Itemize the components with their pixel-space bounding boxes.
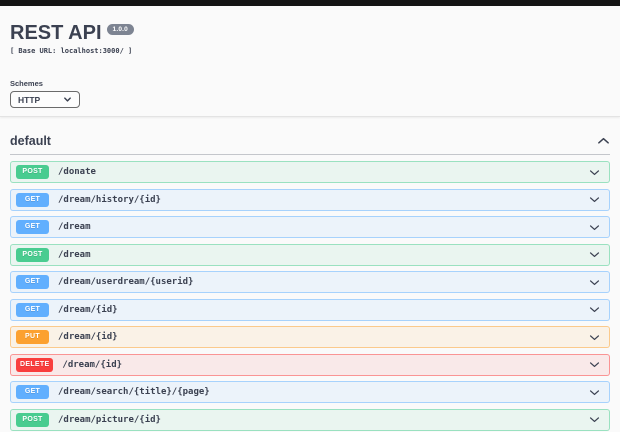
default-section: default POST /donate GET /dream/history/… bbox=[0, 127, 620, 431]
method-badge: POST bbox=[16, 412, 49, 427]
method-badge: GET bbox=[16, 275, 49, 289]
endpoint-row[interactable]: POST /donate bbox=[10, 161, 610, 183]
endpoint-path: /dream/search/{title}/{page} bbox=[58, 387, 210, 397]
endpoint-path: /dream/{id} bbox=[58, 304, 118, 315]
endpoint-row[interactable]: POST /dream bbox=[10, 243, 610, 266]
scheme-container: Schemes HTTP bbox=[0, 79, 620, 117]
chevron-down-icon[interactable] bbox=[589, 333, 600, 342]
endpoint-row[interactable]: GET /dream/userdream/{userid} bbox=[10, 271, 610, 293]
chevron-down-icon[interactable] bbox=[589, 278, 600, 287]
method-badge: POST bbox=[16, 247, 49, 262]
chevron-down-icon bbox=[63, 95, 72, 104]
method-badge: GET bbox=[16, 220, 49, 234]
chevron-down-icon[interactable] bbox=[589, 360, 600, 369]
endpoint-row[interactable]: DELETE /dream/{id} bbox=[10, 353, 610, 376]
endpoint-path: /donate bbox=[58, 167, 96, 177]
topbar bbox=[0, 0, 620, 6]
endpoint-row[interactable]: GET /dream/{id} bbox=[10, 298, 610, 321]
method-badge: GET bbox=[16, 192, 49, 207]
method-badge: DELETE bbox=[16, 357, 54, 372]
version-badge: 1.0.0 bbox=[106, 24, 134, 36]
chevron-down-icon[interactable] bbox=[589, 168, 600, 177]
endpoint-path: /dream/history/{id} bbox=[58, 194, 161, 205]
chevron-down-icon[interactable] bbox=[589, 223, 600, 232]
endpoint-path: /dream bbox=[58, 222, 91, 232]
chevron-up-icon[interactable] bbox=[597, 136, 610, 146]
endpoint-row[interactable]: PUT /dream/{id} bbox=[10, 326, 610, 348]
endpoint-row[interactable]: POST /dream/picture/{id} bbox=[10, 408, 610, 431]
scheme-selected-value: HTTP bbox=[18, 94, 41, 105]
method-badge: POST bbox=[16, 165, 49, 179]
schemes-label: Schemes bbox=[10, 79, 43, 88]
endpoint-list: POST /donate GET /dream/history/{id} GET… bbox=[10, 161, 610, 431]
chevron-down-icon[interactable] bbox=[589, 415, 600, 424]
method-badge: GET bbox=[16, 302, 49, 317]
endpoint-row[interactable]: GET /dream/history/{id} bbox=[10, 188, 610, 211]
endpoint-path: /dream/userdream/{userid} bbox=[58, 277, 194, 287]
method-badge: GET bbox=[16, 385, 49, 399]
endpoint-path: /dream/{id} bbox=[62, 359, 123, 370]
endpoint-row[interactable]: GET /dream bbox=[10, 216, 610, 238]
chevron-down-icon[interactable] bbox=[589, 305, 600, 314]
chevron-down-icon[interactable] bbox=[589, 250, 600, 259]
chevron-down-icon[interactable] bbox=[589, 388, 600, 397]
endpoint-path: /dream/{id} bbox=[58, 332, 118, 342]
section-header[interactable]: default bbox=[10, 127, 610, 155]
base-url: [ Base URL: localhost:3000/ ] bbox=[10, 47, 133, 55]
section-title: default bbox=[10, 133, 51, 148]
api-title: REST API bbox=[10, 22, 102, 44]
scheme-select[interactable]: HTTP bbox=[10, 91, 80, 108]
method-badge: PUT bbox=[16, 330, 49, 344]
chevron-down-icon[interactable] bbox=[589, 195, 600, 204]
endpoint-path: /dream bbox=[58, 249, 91, 260]
api-info: REST API 1.0.0 [ Base URL: localhost:3000… bbox=[0, 6, 620, 55]
page-title: REST API 1.0.0 bbox=[10, 22, 610, 44]
endpoint-row[interactable]: GET /dream/search/{title}/{page} bbox=[10, 381, 610, 403]
endpoint-path: /dream/picture/{id} bbox=[58, 414, 161, 425]
